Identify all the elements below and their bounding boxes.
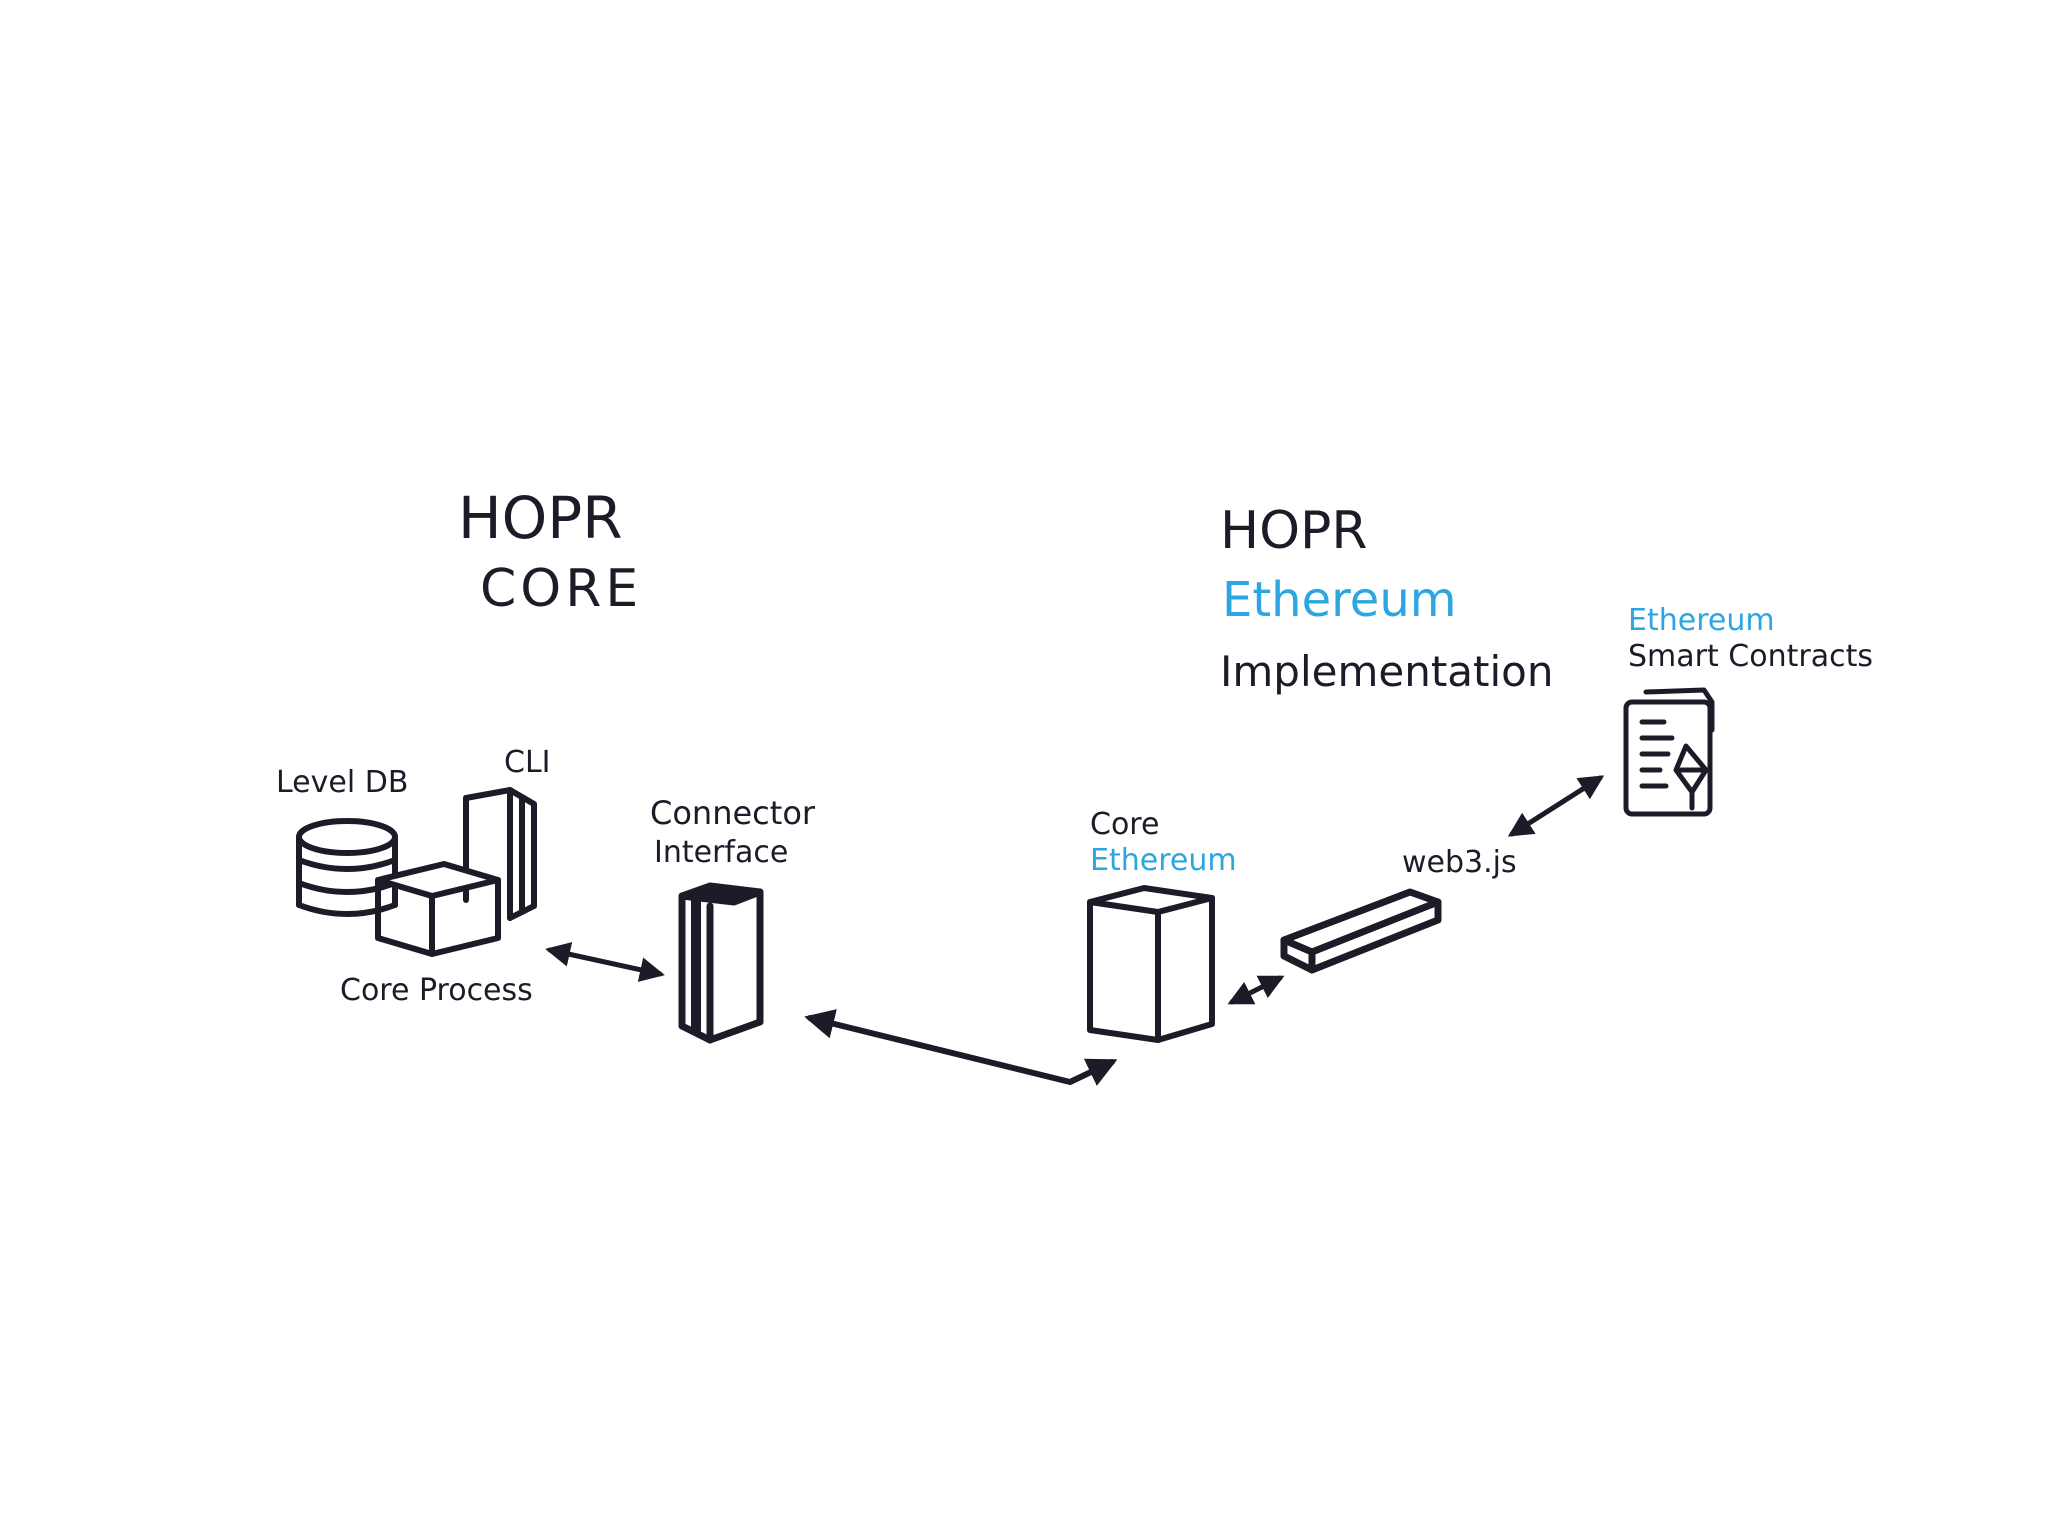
arrow-web3-to-contracts	[1507, 775, 1605, 837]
core-ethereum-icon	[1087, 885, 1215, 1043]
web3-label: web3.js	[1402, 845, 1517, 880]
core-ethereum-label-line1: Core	[1090, 807, 1159, 842]
eth-title-line2: Ethereum	[1222, 572, 1457, 628]
ethereum-diamond-icon	[1673, 743, 1709, 811]
core-ethereum-label-line2: Ethereum	[1090, 843, 1237, 878]
level-db-icon	[296, 818, 398, 917]
contracts-label-line2: Smart Contracts	[1628, 639, 1873, 674]
eth-title-line3: Implementation	[1220, 647, 1554, 696]
connector-label-line2: Interface	[654, 835, 788, 870]
contracts-label-line1: Ethereum	[1628, 603, 1775, 638]
arrow-connector-to-core-ethereum	[804, 1009, 1118, 1086]
level-db-label: Level DB	[276, 765, 408, 800]
cli-label: CLI	[504, 745, 551, 780]
core-title-line1: HOPR	[458, 484, 623, 552]
cli-icon	[463, 787, 537, 921]
eth-title-line1: HOPR	[1220, 501, 1368, 561]
core-title-line2: CORE	[480, 559, 642, 619]
arrow-core-to-connector	[545, 942, 665, 982]
connector-label-line1: Connector	[650, 794, 816, 832]
core-process-icon	[375, 861, 501, 957]
connector-interface-icon	[678, 882, 764, 1044]
smart-contract-document-icon	[1623, 687, 1715, 817]
core-process-label: Core Process	[340, 973, 533, 1008]
arrow-core-ethereum-to-web3	[1227, 975, 1285, 1005]
web3-icon	[1280, 888, 1442, 974]
